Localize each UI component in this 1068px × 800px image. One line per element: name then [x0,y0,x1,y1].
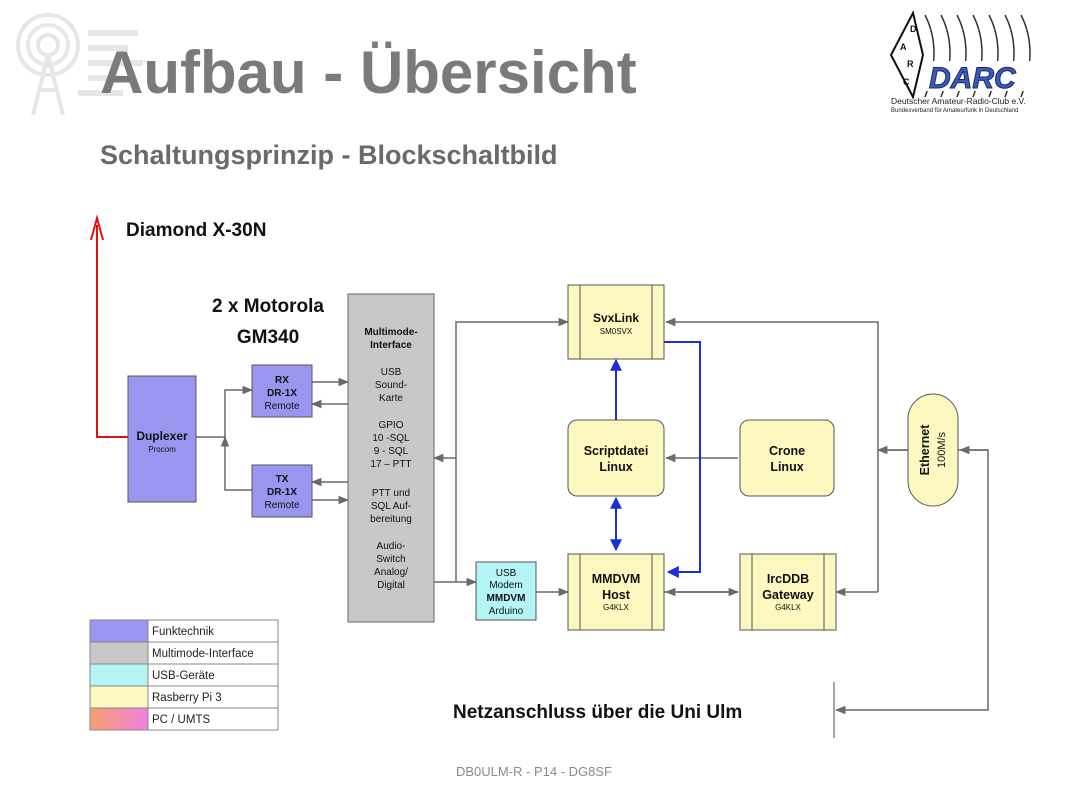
crone-line2: Linux [770,460,803,474]
wireless-watermark-icon [16,13,143,116]
interface-gpio1: GPIO [378,420,403,431]
legend-item-rasberry-pi: Rasberry Pi 3 [89,685,279,709]
footer: DB0ULM-R - P14 - DG8SF [455,764,613,779]
darc-seal-letter-r: R [907,59,914,69]
svxlink-name: SvxLink [593,311,639,325]
mmdvm-host-block: MMDVM Host G4KLX [567,553,665,631]
network-label: Netzanschluss über die Uni Ulm [453,702,742,723]
darc-seal-letter-c: C [903,77,910,87]
darc-logo: D R A C DARC Deutscher Amateur-Radio-Clu… [889,10,1045,114]
duplexer-sub: Procom [148,445,176,454]
antenna-icon [90,214,104,241]
radios-label-line2: GM340 [237,327,299,348]
page-title: Aufbau - Übersicht [100,39,637,106]
ircddb-line3: G4KLX [775,603,801,612]
rx-line2: DR-1X [267,388,297,399]
ethernet-line1: Ethernet [918,424,932,476]
modem-line1: USB [496,568,517,579]
interface-usb2: Sound- [375,380,407,391]
legend-label: USB-Geräte [152,670,215,682]
svxlink-block: SvxLink SM0SVX [567,284,665,360]
ircddb-line2: Gateway [762,588,813,602]
ircddb-line1: IrcDDB [767,572,809,586]
darc-seal-icon [889,10,925,100]
ircddb-gateway-block: IrcDDB Gateway G4KLX [739,553,837,631]
tx-line2: DR-1X [267,487,297,498]
interface-usb3: Karte [379,393,403,404]
crone-line1: Crone [769,444,805,458]
mmdvm-line2: Host [602,588,631,602]
interface-gpio2: 10 -SQL [372,433,410,444]
modem-line2: Modem [489,580,522,591]
tx-block: TX DR-1X Remote [251,464,313,518]
interface-usb1: USB [381,367,402,378]
duplexer-block: Duplexer Procom [127,375,197,503]
mmdvm-line1: MMDVM [592,572,641,586]
script-line2: Linux [599,460,632,474]
interface-ptt1: PTT und [372,488,410,499]
scriptdatei-block: Scriptdatei Linux [567,419,665,497]
page-subtitle: Schaltungsprinzip - Blockschaltbild [100,140,558,170]
modem-line3: MMDVM [487,593,526,604]
legend-label: PC / UMTS [152,714,210,726]
darc-seal-letter-a: A [900,42,907,52]
antenna-label: Diamond X-30N [126,220,266,241]
darc-logo-wordmark: DARC [929,62,1017,95]
modem-line4: Arduino [489,606,524,617]
duplexer-name: Duplexer [136,429,188,443]
legend: Funktechnik Multimode-Interface USB-Gerä… [89,619,279,731]
legend-item-multimode-interface: Multimode-Interface [89,641,279,665]
ethernet-line2: 100M/s [936,431,948,468]
interface-audio1: Audio- [377,541,406,552]
darc-logo-line1: Deutscher Amateur-Radio-Club e.V. [891,96,1026,106]
rx-line1: RX [275,375,289,386]
darc-logo-line2: Bundesverband für Amateurfunk in Deutsch… [891,108,1018,114]
tx-line3: Remote [264,500,299,511]
legend-label: Funktechnik [152,626,214,638]
ethernet-block: Ethernet 100M/s [907,393,959,507]
multimode-interface-block: Multimode- Interface USB Sound- Karte GP… [347,293,435,623]
crone-block: Crone Linux [739,419,835,497]
tx-line1: TX [276,474,289,485]
legend-label: Rasberry Pi 3 [152,692,222,704]
darc-seal-letter-d: D [910,24,917,34]
interface-audio4: Digital [377,580,405,591]
script-line1: Scriptdatei [584,444,649,458]
legend-label: Multimode-Interface [152,648,254,660]
interface-ptt2: SQL Auf- [371,501,411,512]
interface-title2: Interface [370,340,412,351]
interface-title1: Multimode- [364,327,417,338]
mmdvm-line3: G4KLX [603,603,629,612]
rx-block: RX DR-1X Remote [251,364,313,418]
svxlink-sub: SM0SVX [600,327,633,336]
usb-modem-block: USB Modem MMDVM Arduino [475,561,537,621]
legend-item-usb-geraete: USB-Geräte [89,663,279,687]
interface-ptt3: bereitung [370,514,412,525]
rx-line3: Remote [264,401,299,412]
radios-label-line1: 2 x Motorola [212,296,324,317]
legend-item-pc-umts: PC / UMTS [89,707,279,731]
interface-audio2: Switch [376,554,405,565]
interface-audio3: Analog/ [374,567,408,578]
legend-item-funktechnik: Funktechnik [89,619,279,643]
interface-gpio4: 17 – PTT [370,459,411,470]
interface-gpio3: 9 - SQL [374,446,409,457]
antenna-feed [90,214,128,438]
